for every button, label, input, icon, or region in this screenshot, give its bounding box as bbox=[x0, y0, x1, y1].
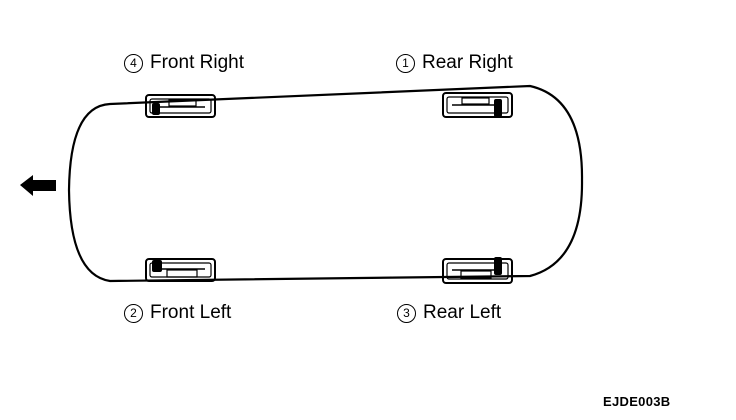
wheel-label-text: Rear Right bbox=[422, 52, 513, 73]
wheel-number-badge: 4 bbox=[124, 53, 143, 73]
wheel-front-right-icon bbox=[145, 94, 216, 118]
wheel-label-front-right: 4 Front Right bbox=[124, 52, 244, 74]
wheel-label-text: Front Right bbox=[150, 52, 244, 73]
wheel-label-rear-right: 1 Rear Right bbox=[396, 52, 513, 74]
wheel-label-text: Rear Left bbox=[423, 302, 502, 323]
wheel-number-badge: 3 bbox=[397, 303, 416, 323]
wheel-rear-right-icon bbox=[442, 92, 513, 118]
wheel-front-left-icon bbox=[145, 258, 216, 282]
wheel-rear-left-icon bbox=[442, 257, 513, 284]
wheel-label-rear-left: 3 Rear Left bbox=[397, 302, 501, 324]
wheel-number-badge: 1 bbox=[396, 53, 415, 73]
wheel-number-badge: 2 bbox=[124, 303, 143, 323]
wheel-label-front-left: 2 Front Left bbox=[124, 302, 231, 324]
figure-code: EJDE003B bbox=[603, 394, 671, 409]
vehicle-body-outline bbox=[67, 84, 584, 283]
arrow-left-icon bbox=[20, 175, 56, 196]
wheel-label-text: Front Left bbox=[150, 302, 232, 323]
